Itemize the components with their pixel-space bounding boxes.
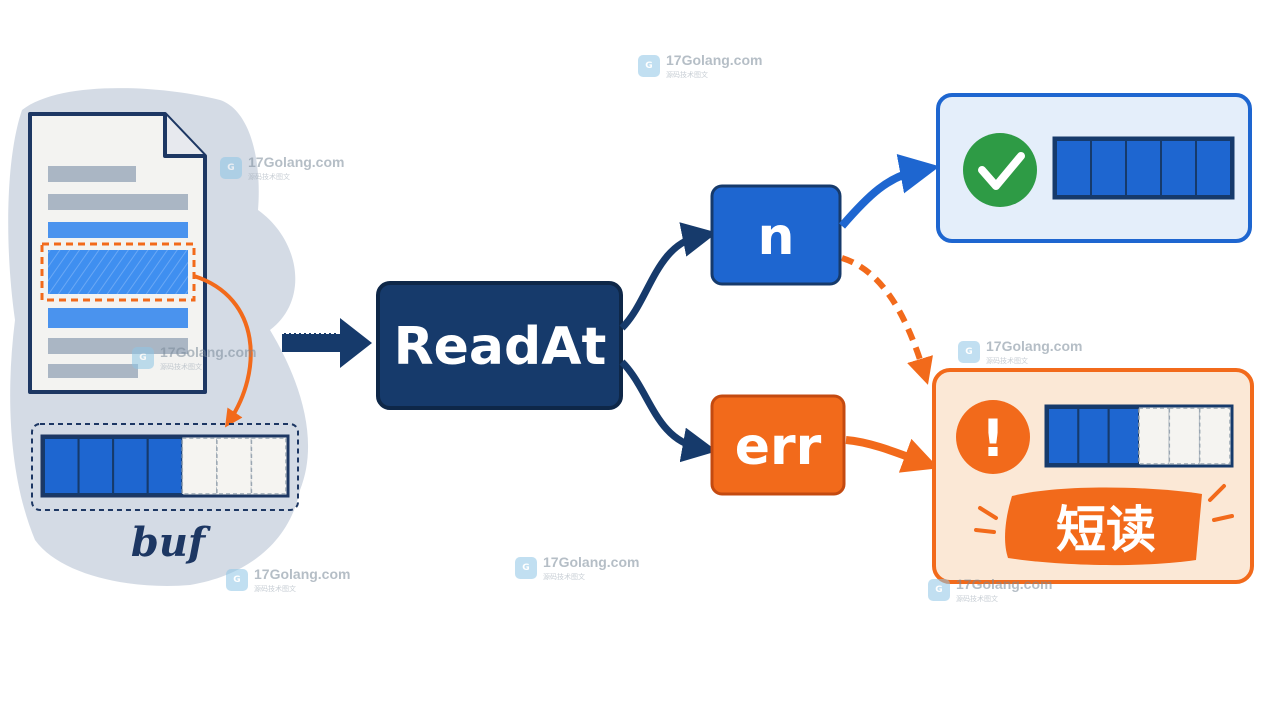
arrow-err-to-short-read: [845, 436, 939, 473]
short-read-label: 短读: [1056, 501, 1156, 559]
brush-stroke: [1005, 487, 1202, 566]
watermark-logo-icon: G: [928, 579, 950, 601]
byte-cell-filled: [1160, 139, 1197, 197]
err-label: err: [735, 417, 822, 477]
buffer: [31, 423, 299, 511]
readat-label: ReadAt: [394, 317, 607, 377]
arrow-to-n: [619, 222, 718, 331]
n-box: n: [710, 184, 842, 286]
byte-cell-filled: [1090, 139, 1127, 197]
warning-icon: [956, 400, 1030, 474]
emphasis-marks: [974, 484, 1234, 534]
doc-line: [48, 222, 188, 238]
byte-cell-filled: [1195, 139, 1232, 197]
byte-cell-filled: [1055, 139, 1092, 197]
watermark-logo-icon: G: [132, 347, 154, 369]
arrow-n-to-short-read: [841, 255, 933, 385]
doc-line: [48, 166, 136, 182]
short-read-panel: ! 短读: [932, 368, 1254, 584]
err-box: err: [710, 394, 846, 496]
doc-line: [48, 308, 188, 328]
byte-cell-empty: [1198, 407, 1231, 465]
readat-box: ReadAt: [376, 281, 623, 410]
doc-read-region-outline: [40, 242, 196, 302]
buffer-label: buf: [131, 519, 211, 566]
byte-cell-filled: [43, 437, 80, 495]
byte-cell-empty: [250, 437, 287, 495]
byte-cell-filled: [1077, 407, 1110, 465]
arrow-to-err: [619, 359, 718, 463]
watermark-logo-icon: G: [220, 157, 242, 179]
byte-cell-filled: [1107, 407, 1141, 465]
byte-cell-filled: [77, 437, 115, 495]
byte-cell-filled: [1047, 407, 1080, 465]
doc-line: [48, 364, 138, 378]
byte-cell-filled: [112, 437, 149, 495]
byte-cell-empty: [1138, 407, 1171, 465]
success-panel: [936, 93, 1252, 243]
watermark-logo-icon: G: [515, 557, 537, 579]
byte-cell-filled: [146, 437, 184, 495]
byte-cell-empty: [181, 437, 218, 495]
watermark-logo-icon: G: [226, 569, 248, 591]
byte-cell-empty: [1168, 407, 1201, 465]
n-label: n: [757, 207, 794, 267]
watermark-logo-icon: G: [958, 341, 980, 363]
watermark-logo-icon: G: [638, 55, 660, 77]
warning-mark: !: [981, 409, 1005, 469]
copy-arrow: [193, 274, 253, 428]
check-icon: [963, 133, 1037, 207]
doc-read-region: [48, 250, 188, 294]
byte-cell-empty: [216, 437, 253, 495]
doc-line: [48, 194, 188, 210]
input-arrow: [282, 318, 372, 368]
byte-cell-filled: [1125, 139, 1162, 197]
arrow-n-to-success: [838, 154, 940, 229]
source-document: [28, 112, 207, 394]
